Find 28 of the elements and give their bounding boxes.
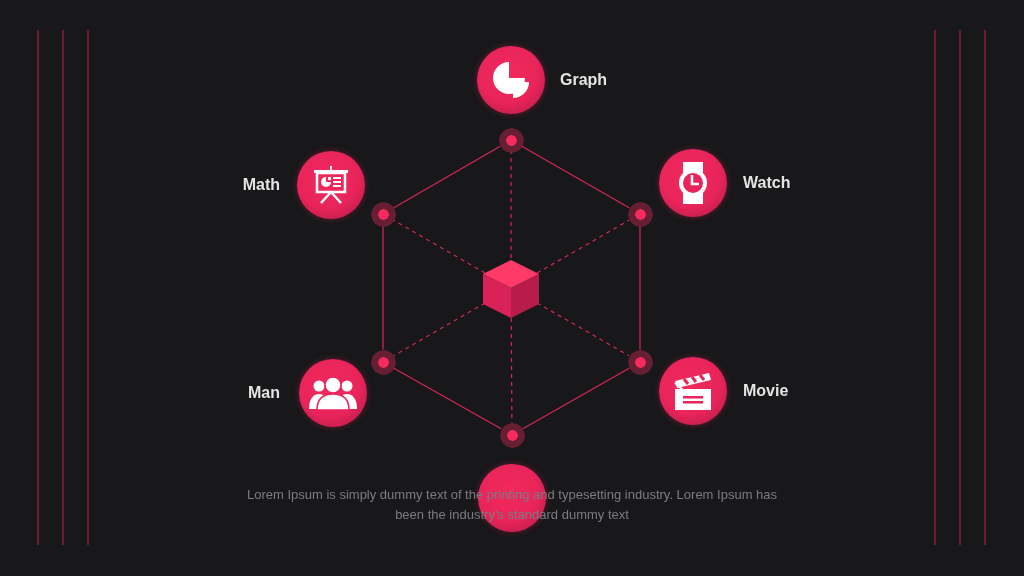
icon-label: Watch <box>743 173 791 193</box>
icon-label: Movie <box>743 381 789 401</box>
icon-circle <box>659 357 727 425</box>
icon-label: Graph <box>560 70 608 90</box>
connector <box>393 145 501 209</box>
icon-label: Math <box>242 175 280 195</box>
connector <box>521 145 630 209</box>
icon-circle <box>299 359 367 427</box>
vertex-dot <box>499 422 525 448</box>
icon-label: Man <box>248 383 280 403</box>
connector <box>639 225 641 351</box>
cube-shape <box>481 258 541 318</box>
vertex-dot <box>498 127 524 153</box>
icon-circle <box>477 46 545 114</box>
dashed-connector <box>393 219 486 274</box>
dashed-connector <box>510 151 512 259</box>
dashed-connector <box>393 302 486 357</box>
vertex-dot <box>627 349 653 375</box>
dashed-connector <box>536 302 630 357</box>
vertex-dot <box>370 349 396 375</box>
dashed-connector <box>536 219 630 274</box>
icon-circle <box>297 151 365 219</box>
connector <box>522 367 630 430</box>
icon-circle <box>659 149 727 217</box>
connector <box>382 225 384 351</box>
connector <box>393 367 502 430</box>
vertex-dot <box>370 201 396 227</box>
vertex-dot <box>627 201 653 227</box>
